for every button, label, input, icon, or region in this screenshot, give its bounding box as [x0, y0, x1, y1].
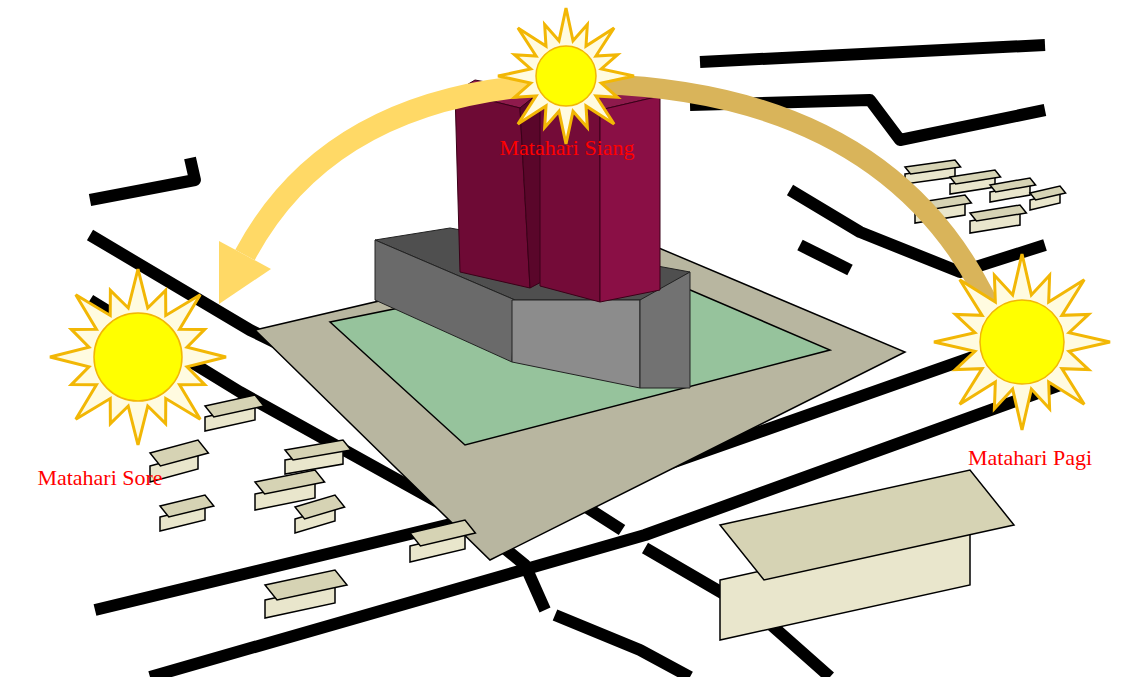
- morning-arc: [600, 84, 1000, 330]
- sun-label: Matahari Siang: [499, 136, 634, 160]
- sun-label: Matahari Pagi: [968, 446, 1092, 470]
- arrow-head: [219, 241, 271, 304]
- roads: [90, 45, 1060, 677]
- evening-arc: [245, 84, 555, 255]
- suns: [50, 8, 1110, 445]
- sun-rays: [498, 8, 634, 144]
- sun-disc: [536, 46, 596, 106]
- sun-rays: [50, 269, 226, 445]
- sun-rays: [934, 254, 1110, 430]
- sun-label: Matahari Sore: [37, 466, 162, 490]
- sun-disc: [980, 300, 1064, 384]
- sun-disc: [94, 313, 182, 401]
- surrounding-buildings: [150, 160, 1066, 640]
